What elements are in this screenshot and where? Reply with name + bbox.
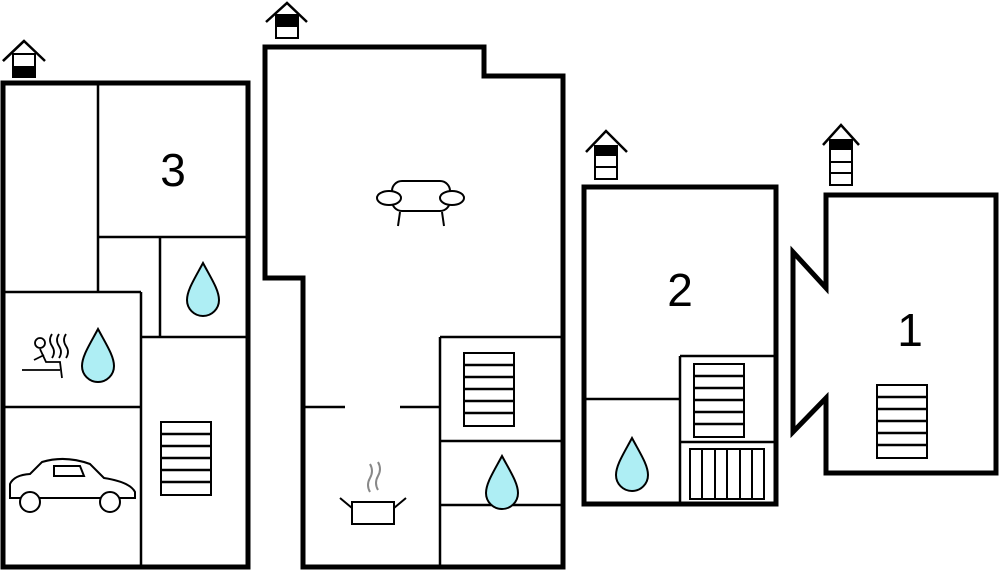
stairs-icon — [462, 351, 516, 428]
car-garage-icon — [9, 458, 136, 513]
water-drop-icon — [81, 328, 115, 383]
cooking-pot-icon — [339, 461, 407, 525]
floor-ground-plan — [262, 1, 566, 570]
radiator-icon — [689, 448, 765, 500]
room-label: 2 — [667, 264, 693, 316]
sauna-icon — [22, 333, 69, 379]
sofa-icon — [376, 180, 465, 227]
water-drop-icon — [615, 437, 649, 492]
floor-2-plan: 2 — [581, 129, 779, 507]
stairs-icon — [692, 362, 746, 439]
house-level-icon — [585, 129, 628, 180]
stairs-icon — [159, 420, 213, 497]
stairs-icon — [875, 383, 929, 460]
house-level-icon — [822, 123, 860, 186]
floor-1-plan: 1 — [790, 123, 999, 476]
water-drop-icon — [485, 455, 519, 510]
water-drop-icon — [186, 262, 220, 317]
house-level-icon — [2, 39, 46, 78]
room-label: 1 — [897, 304, 923, 356]
room-label: 3 — [160, 144, 186, 196]
house-level-icon — [265, 1, 308, 39]
floor-3-plan: 3 — [0, 39, 251, 570]
